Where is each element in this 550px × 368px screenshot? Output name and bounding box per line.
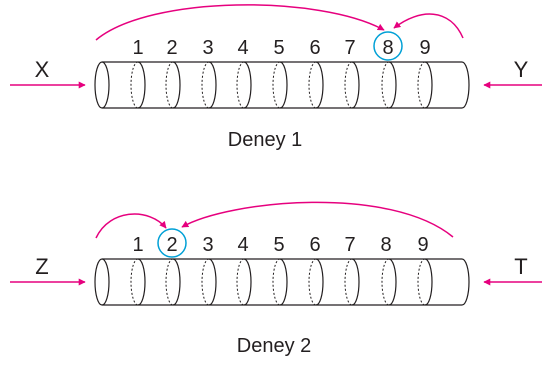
experiment-caption: Deney 2	[237, 335, 312, 357]
curved-arrow-left-to-2	[95, 213, 167, 239]
position-labels: 1 2 3 4 5 6 7 8 9	[132, 37, 430, 59]
position-label-9: 9	[417, 234, 428, 256]
experiment-1: 1 2 3 4 5 6 7 8 9	[10, 4, 542, 151]
position-label-3: 3	[202, 37, 213, 59]
tube-left-end	[94, 258, 110, 306]
position-label-2: 2	[166, 37, 177, 59]
curved-arrow-right-to-2	[181, 201, 454, 238]
position-label-9: 9	[419, 37, 430, 59]
left-label: X	[35, 57, 50, 82]
position-label-6: 6	[309, 234, 320, 256]
experiment-caption: Deney 1	[228, 129, 303, 151]
position-labels: 1 2 3 4 5 6 7 8 9	[132, 234, 428, 256]
tube-right-end	[461, 61, 470, 109]
position-label-2: 2	[166, 234, 177, 256]
right-label: Y	[514, 57, 529, 82]
tube-segments	[130, 61, 433, 109]
position-label-7: 7	[344, 37, 355, 59]
tube-segments	[130, 258, 433, 306]
left-label: Z	[35, 254, 48, 279]
position-label-4: 4	[237, 234, 248, 256]
right-label: T	[514, 254, 527, 279]
experiment-2: 1 2 3 4 5 6 7 8 9	[10, 201, 542, 357]
position-label-7: 7	[344, 234, 355, 256]
position-label-6: 6	[309, 37, 320, 59]
position-label-5: 5	[273, 37, 284, 59]
tube	[94, 258, 470, 306]
position-label-3: 3	[202, 234, 213, 256]
position-label-4: 4	[237, 37, 248, 59]
curved-arrow-right-to-8	[393, 13, 464, 39]
tube-left-end	[94, 61, 110, 109]
highlight-circle	[373, 31, 403, 61]
position-label-8: 8	[382, 37, 393, 59]
tube	[94, 61, 470, 109]
position-label-1: 1	[132, 234, 143, 256]
curved-arrow-left-to-8	[95, 4, 385, 41]
position-label-8: 8	[380, 234, 391, 256]
highlight-circle	[157, 228, 187, 258]
tube-right-end	[461, 258, 470, 306]
position-label-1: 1	[132, 37, 143, 59]
position-label-5: 5	[273, 234, 284, 256]
